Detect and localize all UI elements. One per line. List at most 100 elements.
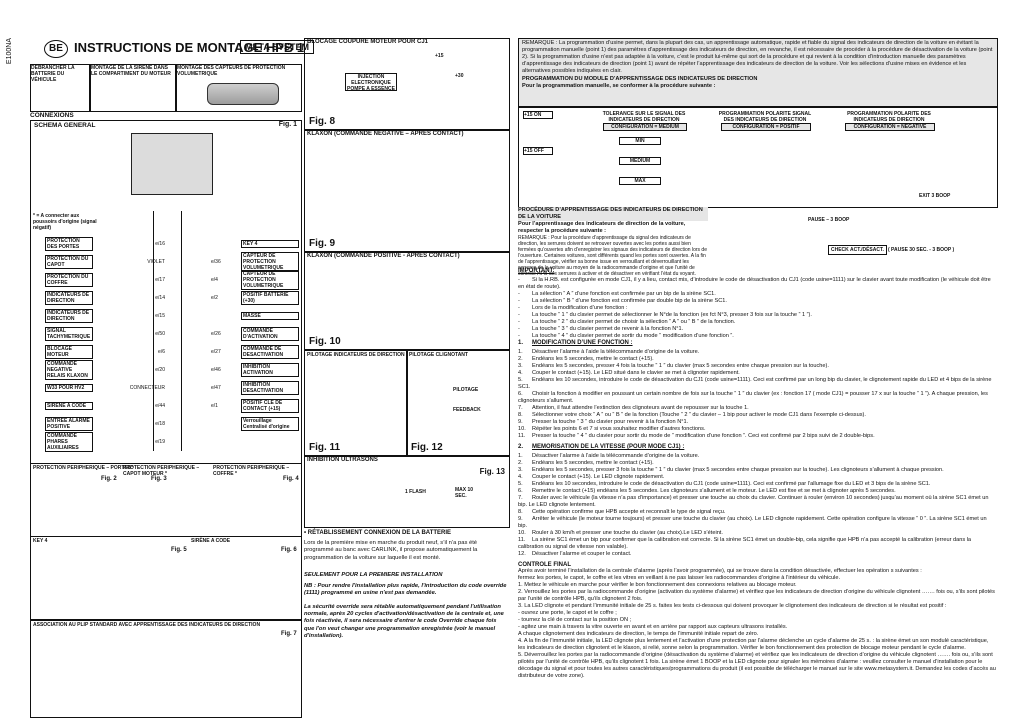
battery-p2: NB : Pour rendre l'installation plus rap… bbox=[304, 583, 507, 597]
periph-doors-label: PROTECTION PERIPHERIQUE – PORTES* bbox=[33, 465, 134, 471]
panel-battery-label: DÉBRANCHER LA BATTERIE DU VÉHICULE bbox=[31, 65, 75, 83]
section1-item: 7.Attention, il faut attendre l’extincti… bbox=[518, 405, 749, 411]
right-label-text: POSITIF CLE DE CONTACT (+15) bbox=[241, 399, 299, 413]
controle-item: - ouvrez une porte, le capot et le coffr… bbox=[518, 610, 617, 616]
key4-label: KEY 4 bbox=[33, 538, 48, 544]
section2-item: 4.Couper le contact (+15). Le LED cligno… bbox=[518, 474, 665, 480]
left-wire-code: e/20 bbox=[155, 367, 165, 373]
remarque-box: REMARQUE : La programmation d’usine perm… bbox=[518, 38, 998, 108]
section1-item: 9.Presser la touche “ 3 ” du clavier pou… bbox=[518, 419, 689, 425]
left-label-row: PROTECTION DU CAPOT VIOLET bbox=[45, 253, 165, 271]
section2-item: 1.Désactiver l’alarme à l’aide la téléco… bbox=[518, 453, 700, 459]
left-wire-code: e/15 bbox=[155, 313, 165, 319]
panel-volumetric: MONTAGE DES CAPTEURS DE PROTECTION VOLUM… bbox=[176, 64, 302, 112]
left-label-row: COMMANDE NEGATIVE RELAIS KLAXON e/20 bbox=[45, 360, 165, 380]
section1-title: MODIFICATION D’UNE FONCTION : bbox=[532, 340, 633, 346]
right-label-row: e/1 POSITIF CLE DE CONTACT (+15) bbox=[211, 397, 299, 415]
section1-item: 5.Endéans les 10 secondes, introduire le… bbox=[518, 377, 992, 390]
fig11-title: PILOTAGE INDICATEURS DE DIRECTION bbox=[307, 352, 405, 358]
meta-system-logo: META SYSTEM bbox=[240, 40, 315, 54]
right-wire-code: e/47 bbox=[211, 385, 221, 391]
important-item: -Si la H.RB. est configurée en mode CJ1,… bbox=[518, 277, 991, 290]
fig11-panel: PILOTAGE INDICATEURS DE DIRECTION Fig. 1… bbox=[304, 350, 408, 456]
proc2-section: PROCÉDURE D’APPRENTISSAGE DES INDICATEUR… bbox=[518, 207, 996, 277]
flow-diagram: TOLERANCE SUR LE SIGNAL DES INDICATEURS … bbox=[518, 106, 998, 208]
section1-item: 8.Sélectionner votre choix “ A ” ou “ B … bbox=[518, 412, 866, 418]
periph-hood-label: PROTECTION PERIPHERIQUE – CAPOT MOTEUR * bbox=[123, 465, 200, 477]
right-label-row: MASSE bbox=[211, 307, 299, 325]
left-label-text: ENTREE ALARME POSITIVE bbox=[45, 417, 93, 431]
flow-c3b: CONFIGURATION = NEGATIVE bbox=[845, 123, 935, 131]
section1-item: 2.Endéans les 5 secondes, mettre le cont… bbox=[518, 356, 654, 362]
left-wire-code: e/6 bbox=[158, 349, 165, 355]
fig8-panel: BLOCAGE COUPURE MOTEUR POUR CJ1 INJECTIO… bbox=[304, 38, 510, 130]
fig8-title: BLOCAGE COUPURE MOTEUR POUR CJ1 bbox=[307, 39, 429, 45]
section2-num: 2. bbox=[518, 444, 524, 450]
flow-on: +15 ON bbox=[523, 111, 553, 119]
right-label-row: KEY 4 bbox=[211, 235, 299, 253]
section1-item: 3.Endéans les 5 secondes, presser 4 fois… bbox=[518, 363, 829, 369]
section1-list: 1.Désactiver l’alarme à l’aide la téléco… bbox=[518, 349, 996, 440]
fig12-pilotage: PILOTAGE bbox=[453, 387, 479, 393]
important-section: IMPORTANT: -Si la H.RB. est configurée e… bbox=[518, 268, 996, 340]
fig11-label: Fig. 11 bbox=[309, 442, 341, 453]
controle-intro2: fermez les portes, le capot, le coffre e… bbox=[518, 575, 841, 581]
right-label-text: KEY 4 bbox=[241, 240, 299, 248]
fig8-v1: +15 bbox=[435, 53, 444, 59]
right-wire-code: e/4 bbox=[211, 277, 218, 283]
left-wire-code: VIOLET bbox=[147, 259, 165, 265]
car-image bbox=[207, 83, 279, 105]
left-label-text: PROTECTION DU CAPOT bbox=[45, 255, 93, 269]
section1-item: 1.Désactiver l’alarme à l’aide la téléco… bbox=[518, 349, 700, 355]
fig13-panel: INHIBITION ULTRASONS 1 FLASH MAX 10 SEC.… bbox=[304, 456, 510, 528]
section2-item: 10.Rouler à 30 km/h et presser une touch… bbox=[518, 530, 723, 536]
controle-intro: Après avoir terminé l’installation de la… bbox=[518, 568, 922, 574]
fig8-v2: +30 bbox=[455, 73, 464, 79]
flow-c1b: CONFIGURATION = MEDIUM bbox=[603, 123, 687, 131]
fig9-label: Fig. 9 bbox=[309, 238, 336, 249]
left-wire-code: e/44 bbox=[155, 403, 165, 409]
legend-note: * = A connecter aux poussoirs d'origine … bbox=[33, 213, 97, 231]
fig2-label: Fig. 2 bbox=[101, 476, 117, 482]
panel-volumetric-label: MONTAGE DES CAPTEURS DE PROTECTION VOLUM… bbox=[177, 65, 286, 77]
right-wire-code: e/1 bbox=[211, 403, 218, 409]
panel-siren-label: MONTAGE DE LA SIRENE DANS LE COMPARTIMEN… bbox=[91, 65, 171, 77]
fig10-title: KLAXON (COMMANDE POSITIVE - APRES CONTAC… bbox=[307, 253, 460, 259]
fig12-label: Fig. 12 bbox=[411, 442, 443, 453]
document-code: E100NA bbox=[6, 38, 13, 65]
left-label-text: PROTECTION DU COFFRE bbox=[45, 273, 93, 287]
controle-item: - tournez la clé de contact sur la posit… bbox=[518, 617, 632, 623]
controle-title: CONTROLE FINAL bbox=[518, 562, 571, 568]
check-act-box: CHECK ACT./DÉSACT. bbox=[828, 245, 887, 255]
left-label-text: BLOCAGE MOTEUR bbox=[45, 345, 93, 359]
right-label-text: Verrouillage Centralisé d'origine bbox=[241, 417, 299, 431]
flow-off: +15 OFF bbox=[523, 147, 553, 155]
brand-logo: BE bbox=[44, 40, 68, 58]
right-label-text: COMMANDE D'ACTIVATION bbox=[241, 327, 299, 341]
prog-title: PROGRAMMATION DU MODULE D’APPRENTISSAGE … bbox=[522, 76, 758, 82]
schema-fig-label: Fig. 1 bbox=[278, 121, 297, 128]
section2-item: 5.Endéans les 10 secondes, introduire le… bbox=[518, 481, 931, 487]
right-wire-code: e/36 bbox=[211, 259, 221, 265]
section2-item: 12.Désactiver l’alarme et couper le cont… bbox=[518, 551, 632, 557]
fig6-label: Fig. 6 bbox=[281, 547, 297, 553]
pause-label-2: PAUSE – 3 BOOP bbox=[808, 217, 850, 223]
panel-siren: MONTAGE DE LA SIRENE DANS LE COMPARTIMEN… bbox=[90, 64, 176, 112]
section2-item: 8.Cette opération confirme que HPB accep… bbox=[518, 509, 726, 515]
left-label-text: COMMANDE NEGATIVE RELAIS KLAXON bbox=[45, 360, 93, 380]
section1: 1.MODIFICATION D’UNE FONCTION : 1.Désact… bbox=[518, 340, 996, 440]
important-item: -La touche “ 1 ” du clavier permet de sé… bbox=[518, 312, 812, 318]
left-label-text: PROTECTION DES PORTES bbox=[45, 237, 93, 251]
pause-label: ( PAUSE 30 SEC. - 3 BOOP ) bbox=[888, 247, 955, 253]
fig8-injection-box: INJECTION ELECTRONIQUE POMPE A ESSENCE bbox=[345, 73, 397, 92]
left-wire-code: e/14 bbox=[155, 295, 165, 301]
section1-item: 6.Choisir la fonction à modifier en pous… bbox=[518, 391, 988, 404]
fig10-label: Fig. 10 bbox=[309, 336, 341, 347]
